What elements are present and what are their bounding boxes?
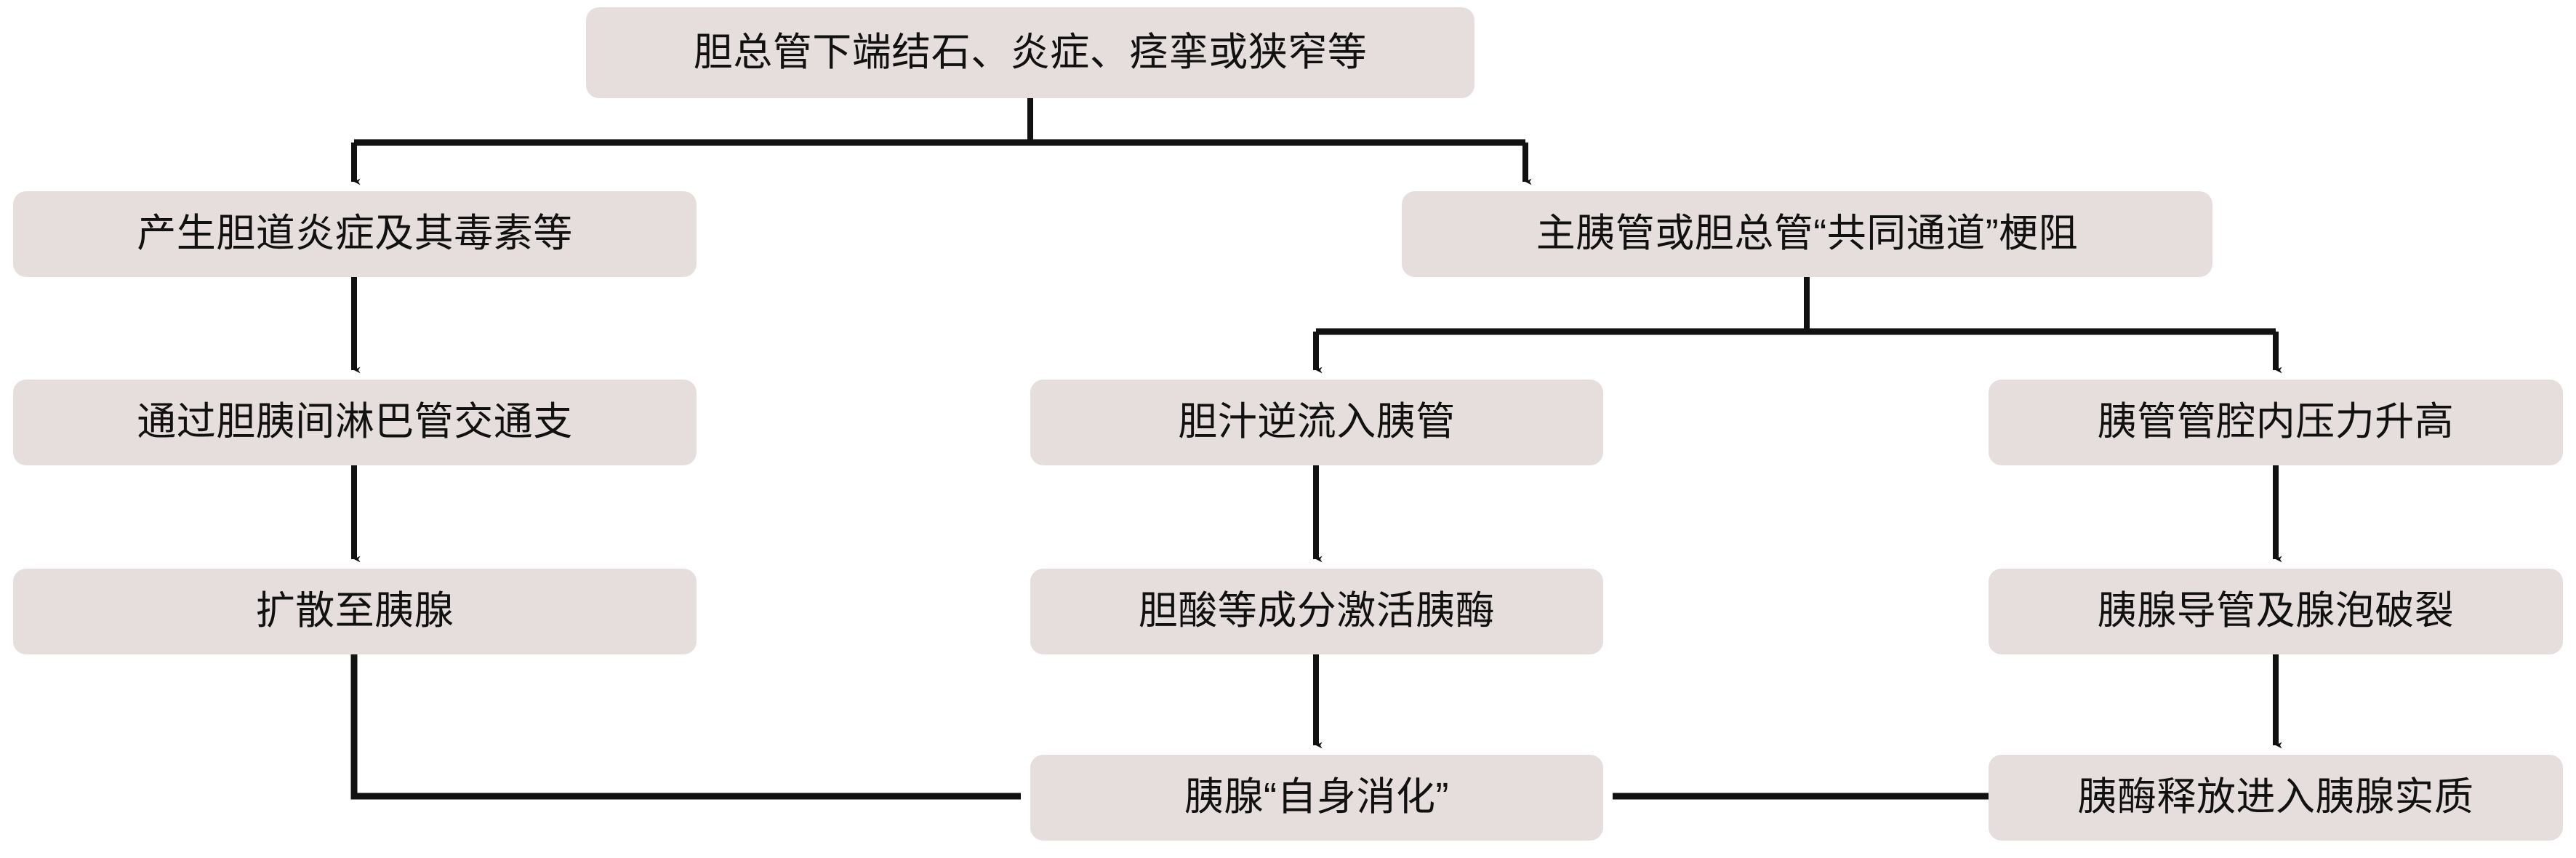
edge-n7-to-n10 [350,654,1022,800]
node-label: 胆汁逆流入胰管 [1178,400,1456,444]
node-label: 胆总管下端结石、炎症、痉挛或狭窄等 [693,30,1368,74]
node-label: 胰管管腔内压力升高 [2097,400,2455,444]
node-lymphatic-communication[interactable]: 通过胆胰间淋巴管交通支 [13,380,697,465]
node-pancreatic-duct-pressure-rise[interactable]: 胰管管腔内压力升高 [1989,380,2563,465]
node-bile-reflux-into-pancreatic-duct[interactable]: 胆汁逆流入胰管 [1030,380,1603,465]
node-label: 胰酶释放进入胰腺实质 [2077,775,2474,819]
node-label: 通过胆胰间淋巴管交通支 [137,400,573,444]
node-label: 胰腺导管及腺泡破裂 [2097,589,2455,633]
node-duct-and-acinar-rupture[interactable]: 胰腺导管及腺泡破裂 [1989,569,2563,654]
node-label: 产生胆道炎症及其毒素等 [137,212,573,256]
node-spread-to-pancreas[interactable]: 扩散至胰腺 [13,569,697,654]
node-label: 主胰管或胆总管“共同通道”梗阻 [1536,212,2079,256]
node-biliary-inflammation-toxins[interactable]: 产生胆道炎症及其毒素等 [13,191,697,277]
node-enzyme-release-into-parenchyma[interactable]: 胰酶释放进入胰腺实质 [1989,755,2563,841]
node-common-bile-duct-cause[interactable]: 胆总管下端结石、炎症、痉挛或狭窄等 [586,7,1474,98]
node-label: 胰腺“自身消化” [1184,775,1449,819]
node-label: 胆酸等成分激活胰酶 [1138,589,1496,633]
node-pancreatic-autodigestion[interactable]: 胰腺“自身消化” [1030,755,1603,841]
node-common-channel-obstruction[interactable]: 主胰管或胆总管“共同通道”梗阻 [1402,191,2212,277]
node-label: 扩散至胰腺 [255,589,454,633]
node-bile-acid-activates-enzymes[interactable]: 胆酸等成分激活胰酶 [1030,569,1603,654]
